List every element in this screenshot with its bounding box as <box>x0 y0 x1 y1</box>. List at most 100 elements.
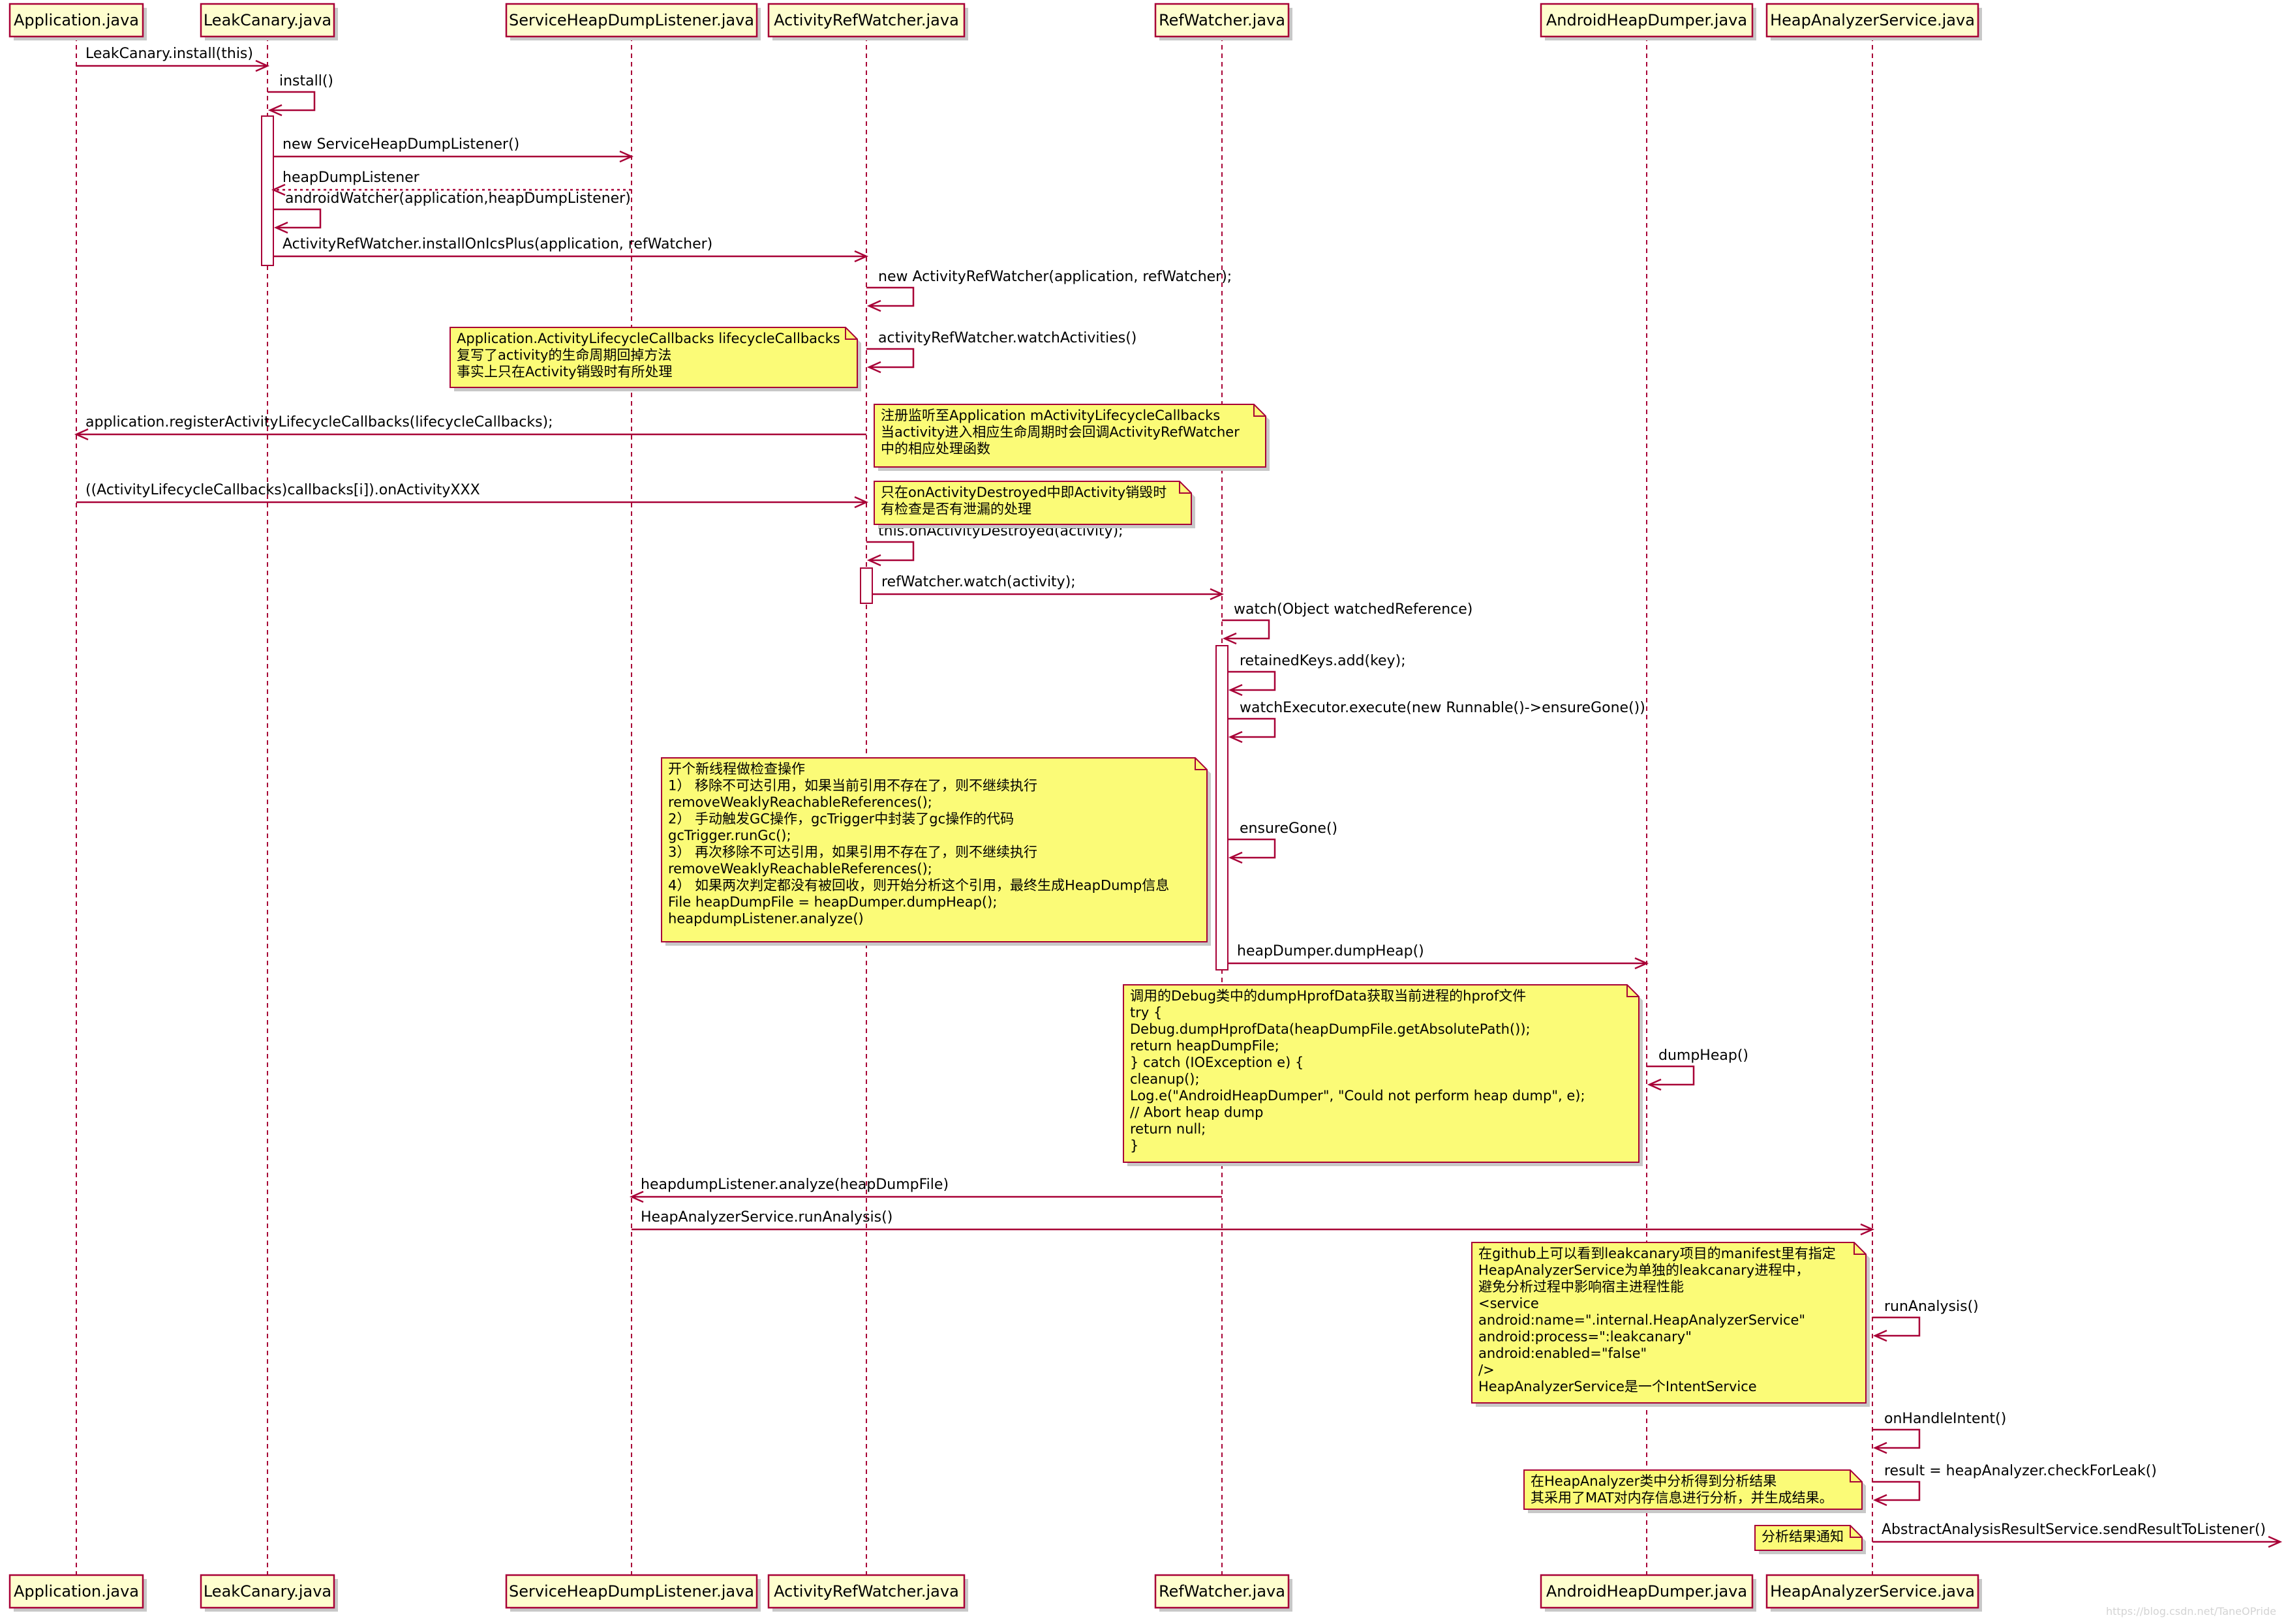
message-arrow: activityRefWatcher.watchActivities() <box>866 330 1136 374</box>
note-line: 3） 再次移除不可达引用，如果引用不存在了，则不继续执行 <box>668 845 1037 860</box>
message-arrow: watchExecutor.execute(new Runnable()->en… <box>1228 700 1645 744</box>
note-line: 其采用了MAT对内存信息进行分析，并生成结果。 <box>1531 1490 1833 1506</box>
participant-lc-top: LeakCanary.java <box>200 3 338 40</box>
participant-app-bottom: Application.java <box>8 1574 147 1612</box>
note-line: File heapDumpFile = heapDumper.dumpHeap(… <box>668 894 997 910</box>
message-label: result = heapAnalyzer.checkForLeak() <box>1884 1463 2157 1479</box>
participant-label: HeapAnalyzerService.java <box>1770 1582 1975 1601</box>
message-label: onHandleIntent() <box>1884 1411 2006 1427</box>
message-arrow: new ServiceHeapDumpListener() <box>273 136 634 163</box>
message-label: ensureGone() <box>1240 820 1337 837</box>
note-line: 注册监听至Application mActivityLifecycleCallb… <box>881 408 1220 423</box>
note-line: return heapDumpFile; <box>1130 1038 1279 1054</box>
message-label: heapdumpListener.analyze(heapDumpFile) <box>641 1177 949 1193</box>
watermark: https://blog.csdn.net/TaneOPride <box>2105 1605 2276 1617</box>
message-arrow: retainedKeys.add(key); <box>1228 653 1406 697</box>
activation-bar <box>1215 645 1228 970</box>
note-line: removeWeaklyReachableReferences(); <box>668 794 932 810</box>
message-label: new ServiceHeapDumpListener() <box>282 136 519 153</box>
note: 在github上可以看到leakcanary项目的manifest里有指定Hea… <box>1471 1242 1870 1407</box>
message-arrow: androidWatcher(application,heapDumpListe… <box>273 190 631 234</box>
participant-label: ActivityRefWatcher.java <box>774 1582 959 1601</box>
message-label: dumpHeap() <box>1658 1047 1748 1064</box>
message-label: application.registerActivityLifecycleCal… <box>85 414 553 430</box>
participant-label: Application.java <box>14 11 139 29</box>
note-line: } catch (IOException e) { <box>1130 1055 1304 1070</box>
note-line: Application.ActivityLifecycleCallbacks l… <box>457 331 840 346</box>
note-line: 4） 如果两次判定都没有被回收，则开始分析这个引用，最终生成HeapDump信息 <box>668 878 1169 894</box>
message-label: runAnalysis() <box>1884 1299 1979 1315</box>
participant-rw-bottom: RefWatcher.java <box>1154 1574 1292 1612</box>
note-line: 1） 移除不可达引用，如果当前引用不存在了，则不继续执行 <box>668 778 1037 794</box>
note-line: android:enabled="false" <box>1478 1346 1647 1361</box>
message-arrow: heapDumpListener <box>271 170 632 196</box>
message-label: refWatcher.watch(activity); <box>881 574 1076 590</box>
note-line: 2） 手动触发GC操作，gcTrigger中封装了gc操作的代码 <box>668 811 1014 827</box>
participant-label: ServiceHeapDumpListener.java <box>509 1582 754 1601</box>
note-line: HeapAnalyzerService为单独的leakcanary进程中， <box>1478 1263 1809 1278</box>
message-arrow: this.onActivityDestroyed(activity); <box>866 523 1123 567</box>
note: 注册监听至Application mActivityLifecycleCallb… <box>874 404 1270 471</box>
note-line: Debug.dumpHprofData(heapDumpFile.getAbso… <box>1130 1021 1531 1037</box>
message-label: heapDumpListener <box>282 170 420 186</box>
participant-shdl-bottom: ServiceHeapDumpListener.java <box>505 1574 761 1612</box>
participant-arw-top: ActivityRefWatcher.java <box>767 3 968 40</box>
participant-label: AndroidHeapDumper.java <box>1546 1582 1747 1601</box>
message-label: watch(Object watchedReference) <box>1234 601 1472 618</box>
note-line: 中的相应处理函数 <box>881 441 990 457</box>
participant-label: LeakCanary.java <box>204 11 331 29</box>
message-arrow: watch(Object watchedReference) <box>1222 601 1472 645</box>
note-line: android:process=":leakcanary" <box>1478 1329 1692 1345</box>
note-line: <service <box>1478 1296 1539 1312</box>
note-line: removeWeaklyReachableReferences(); <box>668 861 932 877</box>
note-line: android:name=".internal.HeapAnalyzerServ… <box>1478 1312 1805 1328</box>
message-arrow: install() <box>267 73 333 117</box>
note-line: 事实上只在Activity销毁时有所处理 <box>457 364 673 380</box>
note-line: 在HeapAnalyzer类中分析得到分析结果 <box>1531 1473 1777 1489</box>
note-line: cleanup(); <box>1130 1072 1200 1087</box>
note-line: 有检查是否有泄漏的处理 <box>881 502 1031 517</box>
message-label: AbstractAnalysisResultService.sendResult… <box>1882 1522 2266 1538</box>
participant-lc-bottom: LeakCanary.java <box>200 1574 338 1612</box>
message-label: ((ActivityLifecycleCallbacks)callbacks[i… <box>85 482 480 498</box>
message-arrow: heapdumpListener.analyze(heapDumpFile) <box>629 1177 1222 1203</box>
message-arrow: onHandleIntent() <box>1872 1411 2006 1454</box>
message-arrow: dumpHeap() <box>1647 1047 1748 1091</box>
message-arrow: ((ActivityLifecycleCallbacks)callbacks[i… <box>76 482 869 509</box>
message-arrow: LeakCanary.install(this) <box>76 46 270 72</box>
note-line: // Abort heap dump <box>1130 1105 1263 1120</box>
participant-label: Application.java <box>14 1582 139 1601</box>
note-line: return null; <box>1130 1121 1206 1137</box>
note-line: Log.e("AndroidHeapDumper", "Could not pe… <box>1130 1088 1585 1104</box>
participant-arw-bottom: ActivityRefWatcher.java <box>767 1574 968 1612</box>
note: 分析结果通知 <box>1754 1525 1866 1554</box>
message-arrow: application.registerActivityLifecycleCal… <box>74 414 866 441</box>
message-arrow: heapDumper.dumpHeap() <box>1228 943 1649 970</box>
message-arrow: ActivityRefWatcher.installOnIcsPlus(appl… <box>273 236 869 263</box>
note: Application.ActivityLifecycleCallbacks l… <box>450 327 861 391</box>
message-label: heapDumper.dumpHeap() <box>1237 943 1424 959</box>
participant-label: AndroidHeapDumper.java <box>1546 11 1747 29</box>
note-line: 避免分析过程中影响宿主进程性能 <box>1478 1279 1684 1295</box>
participant-label: HeapAnalyzerService.java <box>1770 11 1975 29</box>
activation-bar <box>860 567 873 604</box>
message-label: watchExecutor.execute(new Runnable()->en… <box>1240 700 1645 716</box>
message-arrow: runAnalysis() <box>1872 1299 1979 1342</box>
note-line: 调用的Debug类中的dumpHprofData获取当前进程的hprof文件 <box>1130 988 1526 1004</box>
note-line: /> <box>1478 1362 1495 1378</box>
participant-label: ActivityRefWatcher.java <box>774 11 959 29</box>
message-arrow: new ActivityRefWatcher(application, refW… <box>866 269 1232 312</box>
message-arrow: HeapAnalyzerService.runAnalysis() <box>632 1209 1875 1236</box>
participant-label: LeakCanary.java <box>204 1582 331 1601</box>
note-line: try { <box>1130 1005 1162 1021</box>
participant-ahd-bottom: AndroidHeapDumper.java <box>1540 1574 1756 1612</box>
message-label: install() <box>279 73 333 89</box>
note: 只在onActivityDestroyed中即Activity销毁时有检查是否有… <box>874 481 1195 528</box>
message-label: activityRefWatcher.watchActivities() <box>878 330 1136 346</box>
note-line: HeapAnalyzerService是一个IntentService <box>1478 1379 1757 1394</box>
note-line: 开个新线程做检查操作 <box>668 761 805 777</box>
note: 调用的Debug类中的dumpHprofData获取当前进程的hprof文件 t… <box>1123 984 1643 1166</box>
participant-label: ServiceHeapDumpListener.java <box>509 11 754 29</box>
